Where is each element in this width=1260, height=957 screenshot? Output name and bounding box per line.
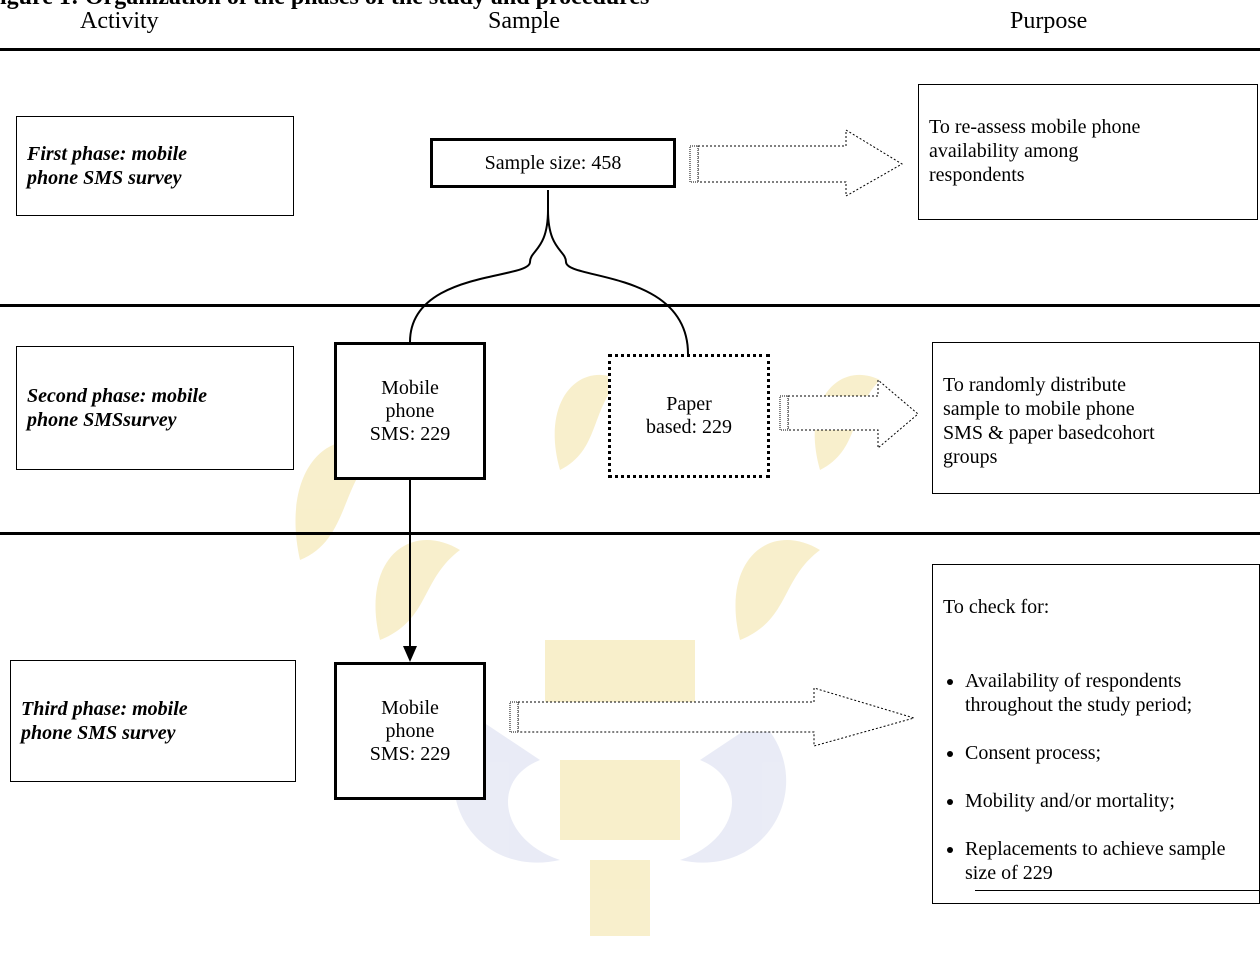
- phase-1-purpose-text: To re-assess mobile phone availability a…: [929, 116, 1141, 186]
- phase-1-activity-box: First phase: mobile phone SMS survey: [16, 116, 294, 216]
- block-arrow-phase-2: [779, 378, 919, 450]
- phase-1-sample-label: Sample size: 458: [484, 151, 622, 174]
- purpose-box-underline: [975, 890, 1259, 891]
- phase-3-activity-box: Third phase: mobile phone SMS survey: [10, 660, 296, 782]
- brace-connector-right: [547, 209, 689, 355]
- figure-title: igure 1: Organization of the phases of t…: [0, 0, 649, 11]
- phase-3-purpose-box: To check for: Availability of respondent…: [932, 564, 1260, 904]
- block-arrow-phase-3: [509, 687, 916, 747]
- purpose-list-item: Mobility and/or mortality;: [965, 789, 1249, 813]
- phase-2-paper-sample-box: Paper based: 229: [608, 354, 770, 478]
- phase-2-purpose-text: To randomly distribute sample to mobile …: [943, 374, 1155, 468]
- phase-divider-1: [0, 304, 1260, 307]
- down-arrow-head: [403, 646, 417, 662]
- column-header-sample: Sample: [488, 8, 560, 34]
- phase-2-paper-sample-label: Paper based: 229: [645, 393, 733, 438]
- phase-divider-2: [0, 532, 1260, 535]
- phase-3-purpose-list: Availability of respondents throughout t…: [943, 645, 1249, 909]
- block-arrow-phase-1: [689, 129, 903, 197]
- brace-connector: [409, 190, 549, 343]
- phase-2-purpose-box: To randomly distribute sample to mobile …: [932, 342, 1260, 494]
- phase-1-purpose-box: To re-assess mobile phone availability a…: [918, 84, 1258, 220]
- purpose-list-item: Consent process;: [965, 741, 1249, 765]
- phase-1-activity-label: First phase: mobile phone SMS survey: [27, 143, 188, 189]
- purpose-list-item: Availability of respondents throughout t…: [965, 669, 1249, 717]
- phase-1-sample-box: Sample size: 458: [430, 138, 676, 188]
- phase-3-sample-label: Mobile phone SMS: 229: [369, 696, 451, 765]
- phase-3-purpose-intro: To check for:: [943, 596, 1050, 618]
- phase-2-mobile-sample-label: Mobile phone SMS: 229: [369, 376, 451, 445]
- phase-3-sample-box: Mobile phone SMS: 229: [334, 662, 486, 800]
- column-header-activity: Activity: [80, 8, 159, 34]
- purpose-list-item: Replacements to achieve sample size of 2…: [965, 837, 1249, 885]
- column-header-purpose: Purpose: [1010, 8, 1088, 34]
- connector-layer: [403, 129, 919, 747]
- phase-3-activity-label: Third phase: mobile phone SMS survey: [21, 698, 188, 744]
- phase-2-activity-label: Second phase: mobile phone SMSsurvey: [27, 385, 207, 431]
- phase-2-mobile-sample-box: Mobile phone SMS: 229: [334, 342, 486, 480]
- phase-2-activity-box: Second phase: mobile phone SMSsurvey: [16, 346, 294, 470]
- header-divider: [0, 48, 1260, 51]
